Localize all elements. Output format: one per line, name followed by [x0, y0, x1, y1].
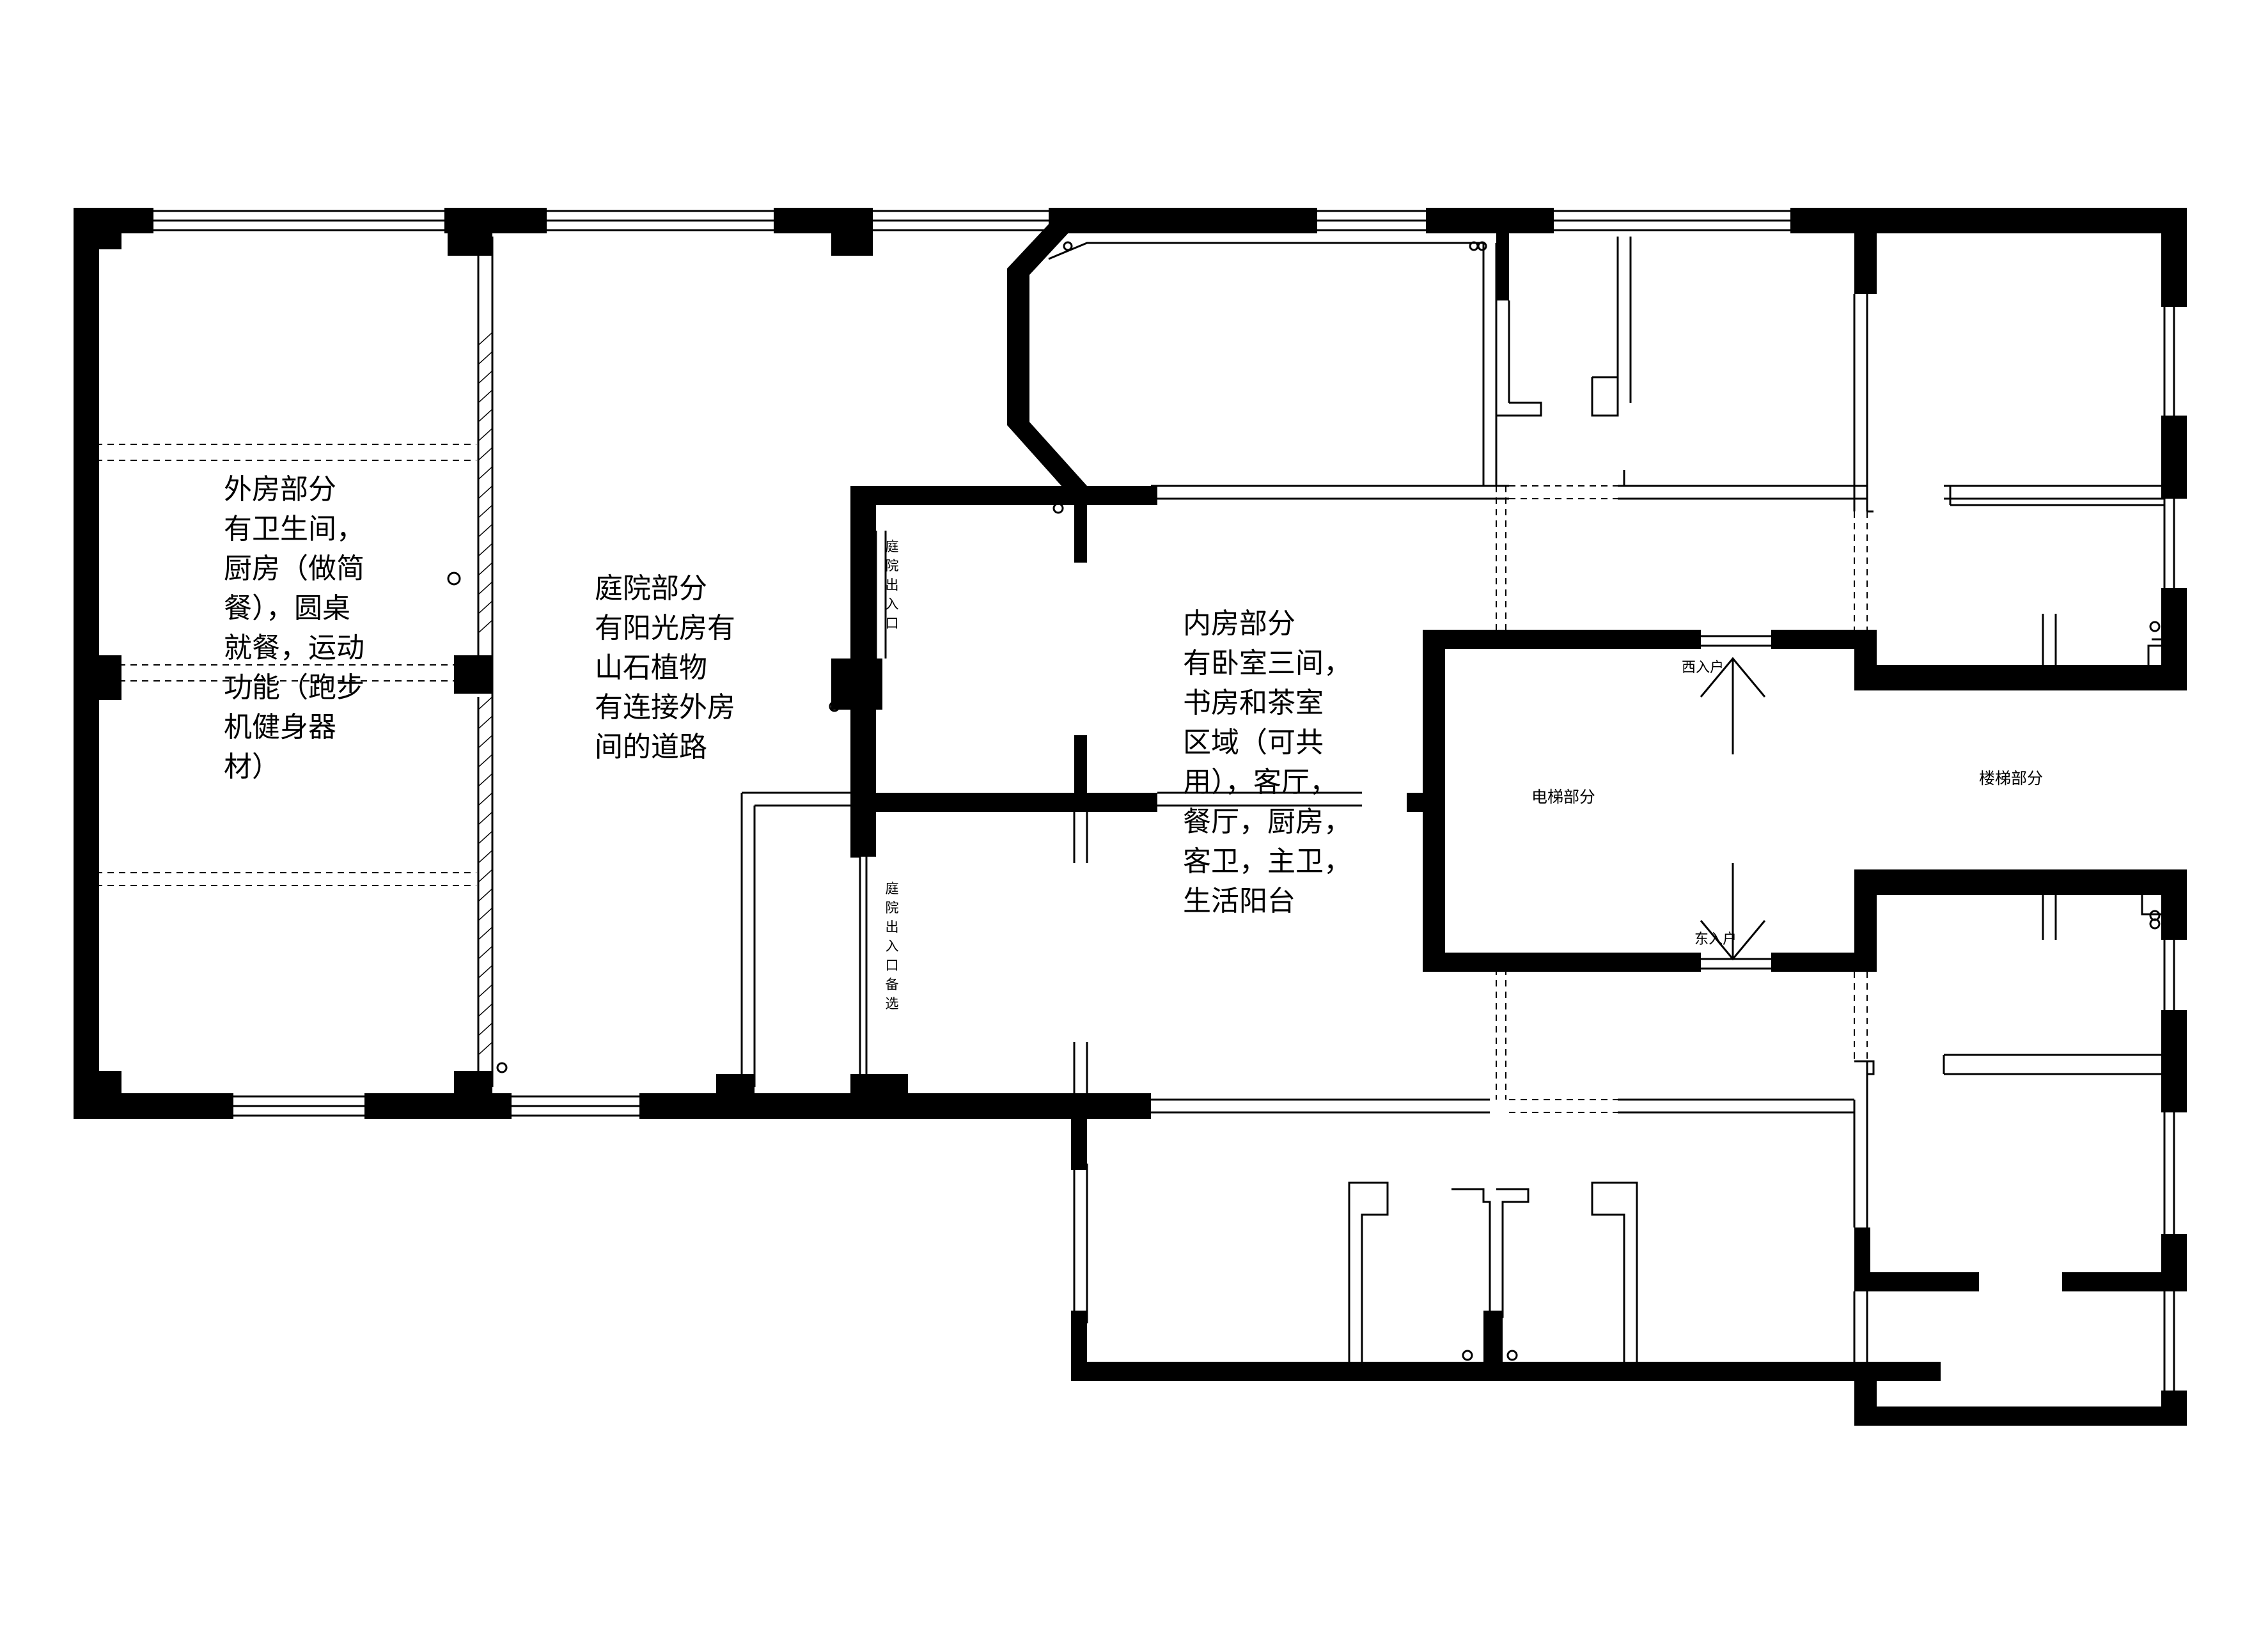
outer-room-line: 厨房（做简: [224, 552, 364, 585]
outer-room-line: 有卫生间，: [224, 513, 364, 545]
inner-room-line: 有卧室三间，: [1183, 647, 1352, 680]
courtyard-exit-label: 庭院出入口: [885, 539, 899, 631]
inner-room-line: 用），客厅，: [1183, 766, 1338, 799]
courtyard-line: 有连接外房: [595, 691, 735, 724]
west-entry-label: 西入户: [1682, 660, 1725, 676]
inner-room-line: 书房和茶室: [1183, 687, 1324, 719]
elevator-label: 电梯部分: [1531, 788, 1596, 806]
courtyard-line: 有阳光房有: [595, 612, 735, 644]
courtyard-exit-alt-label: 庭院出入口备选: [885, 881, 899, 1011]
thin-lines: [153, 210, 2175, 1391]
walls: [74, 208, 2187, 1426]
courtyard-line: 山石植物: [595, 651, 707, 684]
outer-room-line: 功能（跑步: [224, 671, 364, 704]
outer-room-line: 材）: [224, 751, 280, 783]
east-entry-label: 东入户: [1694, 931, 1737, 947]
inner-room-line: 客卫，主卫，: [1183, 845, 1352, 878]
courtyard-line: 间的道路: [595, 731, 707, 763]
hatched-strip: [478, 332, 493, 1056]
outer-room-title: 外房部分: [224, 473, 336, 506]
outer-room-line: 就餐，运动: [224, 632, 364, 664]
inner-room-line: 生活阳台: [1183, 885, 1295, 917]
outer-room-line: 机健身器: [224, 711, 336, 744]
stairs-label: 楼梯部分: [1979, 769, 2044, 788]
inner-room-line: 区域（可共: [1183, 726, 1324, 759]
outer-room-line: 餐），圆桌: [224, 592, 350, 625]
dashed-lines: [96, 444, 1868, 1113]
courtyard-title: 庭院部分: [595, 572, 707, 605]
inner-room-title: 内房部分: [1183, 607, 1295, 640]
inner-room-line: 餐厅，厨房，: [1183, 806, 1352, 838]
